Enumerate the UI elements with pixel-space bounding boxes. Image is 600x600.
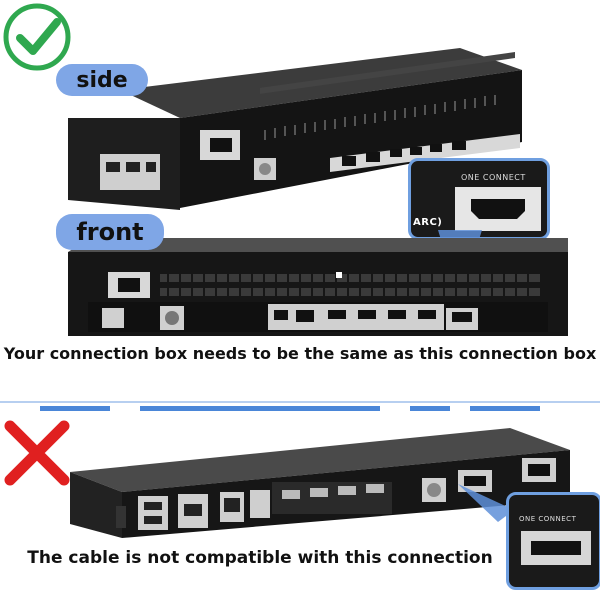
section-divider bbox=[0, 397, 600, 411]
side-label: side bbox=[56, 64, 148, 96]
incompatible-connection-box bbox=[60, 420, 580, 540]
x-mark-icon bbox=[2, 418, 72, 490]
match-caption: Your connection box needs to be the same… bbox=[3, 344, 597, 363]
one-connect-port-zoom-top: ARC) ONE CONNECT bbox=[408, 158, 550, 240]
incompatible-caption: The cable is not compatible with this co… bbox=[27, 548, 493, 568]
inset-bottom-one-connect-label: ONE CONNECT bbox=[519, 515, 577, 523]
zoom-pointer-bottom bbox=[458, 484, 518, 524]
check-mark-icon bbox=[2, 2, 72, 72]
connection-box-front-view bbox=[68, 238, 568, 338]
front-label: front bbox=[56, 214, 164, 250]
one-connect-port-zoom-bottom: ONE CONNECT bbox=[506, 492, 600, 590]
inset-one-connect-label: ONE CONNECT bbox=[461, 173, 526, 182]
inset-arc-label: ARC) bbox=[413, 217, 443, 228]
incompatible-port-icon bbox=[521, 531, 591, 565]
connection-box-side-view bbox=[60, 30, 530, 210]
hdmi-port-icon bbox=[455, 187, 541, 231]
